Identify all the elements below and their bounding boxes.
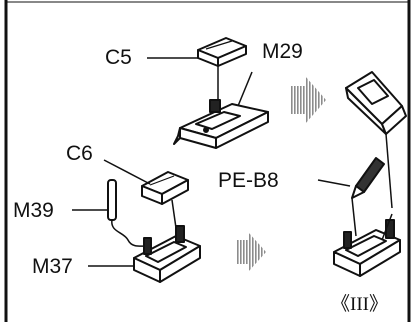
label-m29: M29 bbox=[262, 40, 303, 63]
part-c6 bbox=[141, 171, 189, 205]
part-lid bbox=[345, 71, 407, 135]
c6-leader bbox=[103, 159, 151, 185]
step-label: 《III》 bbox=[331, 293, 388, 315]
label-m37: M37 bbox=[32, 255, 73, 278]
label-c5: C5 bbox=[105, 46, 132, 69]
c6-guide-line bbox=[171, 199, 177, 229]
flow-arrow-icon bbox=[236, 232, 266, 272]
lid-guide-line bbox=[385, 133, 393, 209]
diagram-frame bbox=[4, 0, 411, 322]
part-m39 bbox=[107, 179, 151, 247]
part-assembled-base bbox=[333, 213, 401, 277]
m29-leader bbox=[237, 71, 253, 107]
flow-arrow-icon bbox=[290, 76, 326, 124]
pen-icon bbox=[351, 157, 385, 199]
part-m37 bbox=[133, 225, 201, 283]
pen-guide-line bbox=[351, 197, 357, 237]
part-c5 bbox=[197, 37, 247, 67]
peb8-leader bbox=[317, 179, 351, 187]
part-m29 bbox=[173, 99, 269, 149]
label-c6: C6 bbox=[66, 142, 93, 165]
label-peb8: PE-B8 bbox=[218, 169, 279, 192]
label-m39: M39 bbox=[13, 199, 54, 222]
